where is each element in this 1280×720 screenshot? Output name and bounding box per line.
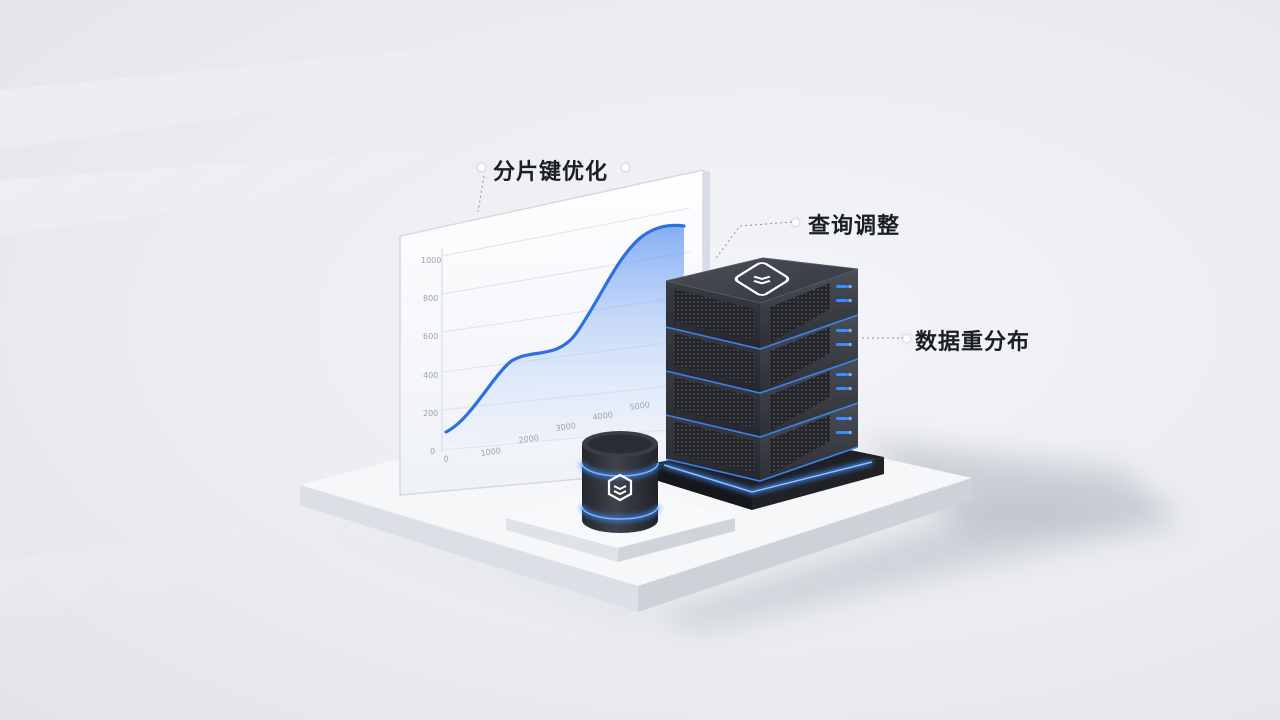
icon-layer-2 [753,280,771,285]
server-seam-glow [665,446,859,482]
status-light [836,417,848,420]
y-tick-800: 800 [423,294,438,303]
y-tick-1000: 1000 [421,256,441,265]
layered-box-icon [607,473,633,502]
database-cylinder [580,431,660,533]
chart-line [444,223,686,434]
status-dot [848,342,852,347]
server-unit-4 [665,401,859,482]
x-tick-4000: 4000 [592,410,613,422]
callout-shard-key-optimization: 分片键优化 [493,160,609,185]
x-tick-2000: 2000 [518,433,539,445]
server-side-grille [770,327,830,387]
status-dot [848,284,852,289]
y-tick-600: 600 [423,332,438,341]
x-tick-3000: 3000 [555,421,576,433]
x-tick-1000: 1000 [480,446,501,458]
status-light [836,299,848,302]
server-front-grille [674,289,754,341]
light-streaks [0,40,560,620]
status-dot [848,430,852,435]
callout-dot-query [792,219,799,226]
server-front-grille [674,377,754,429]
status-light [836,285,848,288]
chart-panel: 1000 800 600 400 200 0 0 1000 2000 3000 … [399,169,710,496]
server-side-grille [770,415,830,475]
icon-frame [734,262,790,296]
server-top-lid [665,257,859,304]
status-light [836,387,848,390]
status-dot [848,416,852,421]
server-seam-glow [665,402,859,438]
status-light [836,431,848,434]
server-seam-glow [665,314,859,350]
chart-area [446,225,684,446]
callout-dot-redistribution [903,335,910,342]
y-tick-400: 400 [423,371,438,380]
status-light [836,329,848,332]
status-dot [848,372,852,377]
status-dot [848,386,852,391]
status-dot [848,298,852,303]
callout-dot-shard-end [622,164,629,171]
status-light [836,343,848,346]
callout-leaders [477,175,905,339]
x-tick-0: 0 [443,454,449,464]
server-side-grille [770,283,830,343]
callout-query-adjustment: 查询调整 [808,214,901,239]
server-unit-3 [665,357,859,438]
server-front-grille [674,333,754,385]
server-stack [665,257,859,482]
layered-box-icon [734,262,790,296]
y-tick-0: 0 [430,447,435,456]
server-seam-glow [665,358,859,394]
server-front-grille [674,421,754,473]
icon-layer-1 [753,275,771,281]
server-side-grille [770,371,830,431]
x-tick-5000: 5000 [629,400,650,412]
status-light [836,373,848,376]
callout-dot-shard [478,164,485,171]
callout-data-redistribution: 数据重分布 [915,330,1031,355]
y-tick-200: 200 [423,409,438,418]
server-top-face [665,257,859,304]
status-dot [848,328,852,333]
